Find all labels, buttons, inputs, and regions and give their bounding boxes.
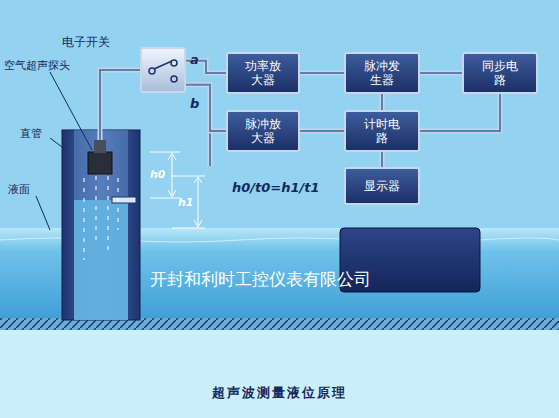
- part-label: 液面: [8, 182, 30, 197]
- reference-wire: [208, 130, 213, 166]
- formula: h0/t0=h1/t1: [232, 180, 320, 195]
- signal-wire: [382, 94, 383, 110]
- probe-cable: [100, 70, 142, 140]
- leader-lines: [36, 72, 92, 230]
- terminal-label: a: [190, 52, 199, 67]
- terminal-label: b: [190, 96, 199, 111]
- watermark: 开封和利时工控仪表有限公司: [150, 268, 371, 291]
- box-label: 脉冲发生器: [363, 59, 400, 88]
- signal-wire: [186, 85, 226, 131]
- circuit-box: 显示器: [344, 167, 420, 205]
- dimension-label: h1: [178, 196, 194, 209]
- circuit-box: 脉冲发生器: [344, 52, 420, 94]
- float-plate: [112, 197, 136, 203]
- switch-symbol: [142, 49, 184, 91]
- switch-label: 电子开关: [62, 35, 110, 49]
- signal-wire: [420, 94, 500, 131]
- switch-box: 电子开关: [140, 47, 186, 93]
- box-label: 功率放大器: [244, 59, 281, 88]
- caption: 超声波测量液位原理: [212, 384, 347, 402]
- ultrasonic-probe: [88, 152, 112, 174]
- signal-wire: [300, 73, 344, 74]
- signal-wire: [382, 152, 383, 167]
- box-label: 脉冲放大器: [244, 117, 281, 146]
- signal-wire: [300, 131, 344, 132]
- dimension-lines: [150, 152, 205, 228]
- part-label: 空气超声探头: [4, 58, 70, 73]
- circuit-box: 同步电路: [462, 52, 538, 94]
- circuit-box: 脉冲放大器: [226, 110, 300, 152]
- circuit-box: 功率放大器: [226, 52, 300, 94]
- dimension-label: h0: [150, 168, 166, 181]
- circuit-box: 计时电路: [344, 110, 420, 152]
- box-label: 同步电路: [481, 59, 518, 88]
- bottom-band: [0, 330, 559, 418]
- box-label: 显示器: [363, 179, 400, 193]
- signal-wire: [420, 73, 462, 74]
- box-label: 计时电路: [363, 117, 400, 146]
- part-label: 直管: [20, 126, 42, 141]
- standpipe: [62, 130, 140, 320]
